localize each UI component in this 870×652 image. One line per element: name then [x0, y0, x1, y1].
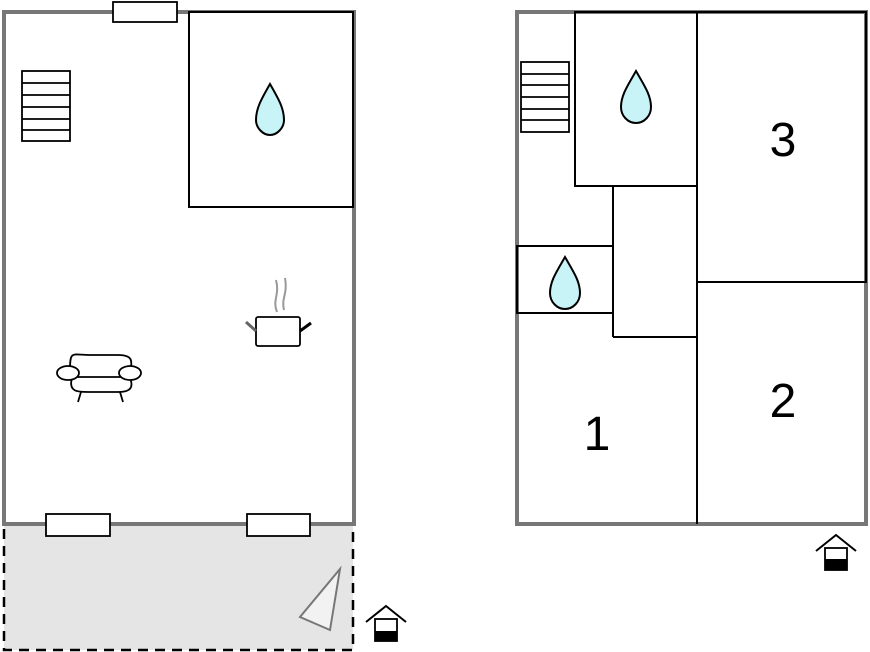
kitchen-pot-icon — [244, 277, 312, 347]
water-drop-icon — [548, 254, 582, 311]
water-drop-icon — [619, 68, 653, 125]
water-drop-icon — [254, 81, 286, 137]
window-top — [112, 1, 178, 23]
sofa-icon — [56, 353, 142, 403]
room-label-2: 2 — [770, 375, 797, 428]
ground-floor-plan — [2, 1, 407, 652]
terrace — [2, 522, 355, 652]
stairs-icon — [21, 70, 71, 142]
room-label-1: 1 — [584, 408, 611, 461]
window-bottom-right — [246, 513, 311, 537]
upper-floor-plan: 1 2 3 — [515, 10, 868, 571]
terrace-compass-icon — [298, 565, 342, 632]
entrance-house-icon — [365, 604, 407, 642]
entrance-house-icon — [815, 533, 857, 571]
bathroom — [188, 11, 354, 208]
room-label-3: 3 — [770, 114, 797, 167]
small-bathroom — [516, 245, 614, 314]
window-bottom-left — [45, 513, 111, 537]
stairs-icon — [520, 61, 570, 133]
